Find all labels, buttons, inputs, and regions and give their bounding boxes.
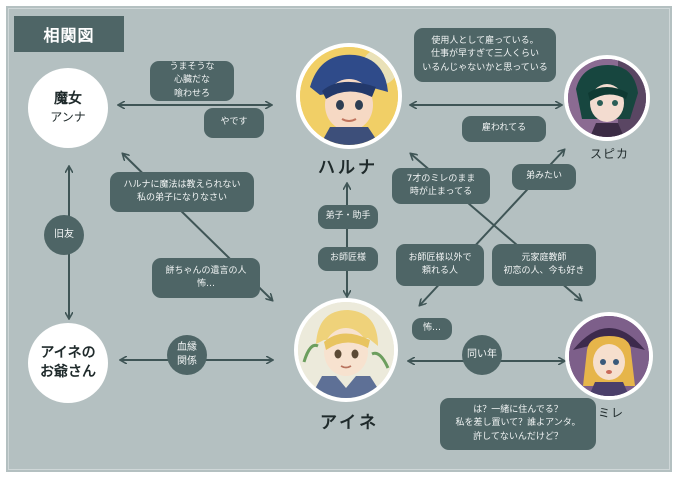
bubble-yatowareteru: 雇われてる [462,116,546,142]
bubble-umasou: うまそうな 心臓だな 喰わせろ [150,61,234,101]
avatar-spica [564,55,650,141]
bubble-mochan: 餅ちゃんの遺言の人 怖… [152,258,260,298]
label-ketsuen: 血縁 関係 [167,335,207,375]
bubble-otouto: 弟みたい [512,164,576,190]
name-haruna: ハルナ [318,158,378,178]
bubble-mahou: ハルナに魔法は教えられない 私の弟子になりなさい [110,172,254,212]
page-title: 相関図 [14,16,124,52]
label-onaidoshi: 同い年 [462,335,502,375]
label-kyuyu: 旧友 [44,215,84,255]
node-label: お爺さん [40,364,96,380]
node-majo-anna: 魔女 アンナ [28,68,108,148]
avatar-mire [565,312,653,400]
bubble-shiyounin: 使用人として雇っている。 仕事が早すぎて三人くらい いるんじゃないかと思っている [414,28,556,82]
avatar-aine [294,298,398,402]
bubble-motokatei: 元家庭教師 初恋の人、今も好き [492,244,596,286]
bubble-izon: お師匠様以外で 頼れる人 [396,244,484,286]
avatar-haruna [296,43,402,149]
bubble-nanasai: 7才のミレのまま 時が止まってる [392,168,490,204]
bubble-mire: は？一緒に住んでる？ 私を差し置いて？誰よアンタ。 許してないんだけど？ [440,398,596,450]
bubble-kowai: 怖… [412,318,452,340]
node-aine-grandpa: アイネの お爺さん [28,323,108,403]
name-aine: アイネ [320,413,380,433]
node-label: アンナ [50,110,86,125]
bubble-oshishou: お師匠様 [318,247,378,271]
name-mire: ミレ [598,406,625,420]
name-spica: スピカ [590,147,630,161]
bubble-yadesu: やです [204,108,264,138]
node-label: 魔女 [54,91,82,108]
node-label: アイネの [40,345,96,362]
bubble-deshi: 弟子・助手 [318,205,378,229]
